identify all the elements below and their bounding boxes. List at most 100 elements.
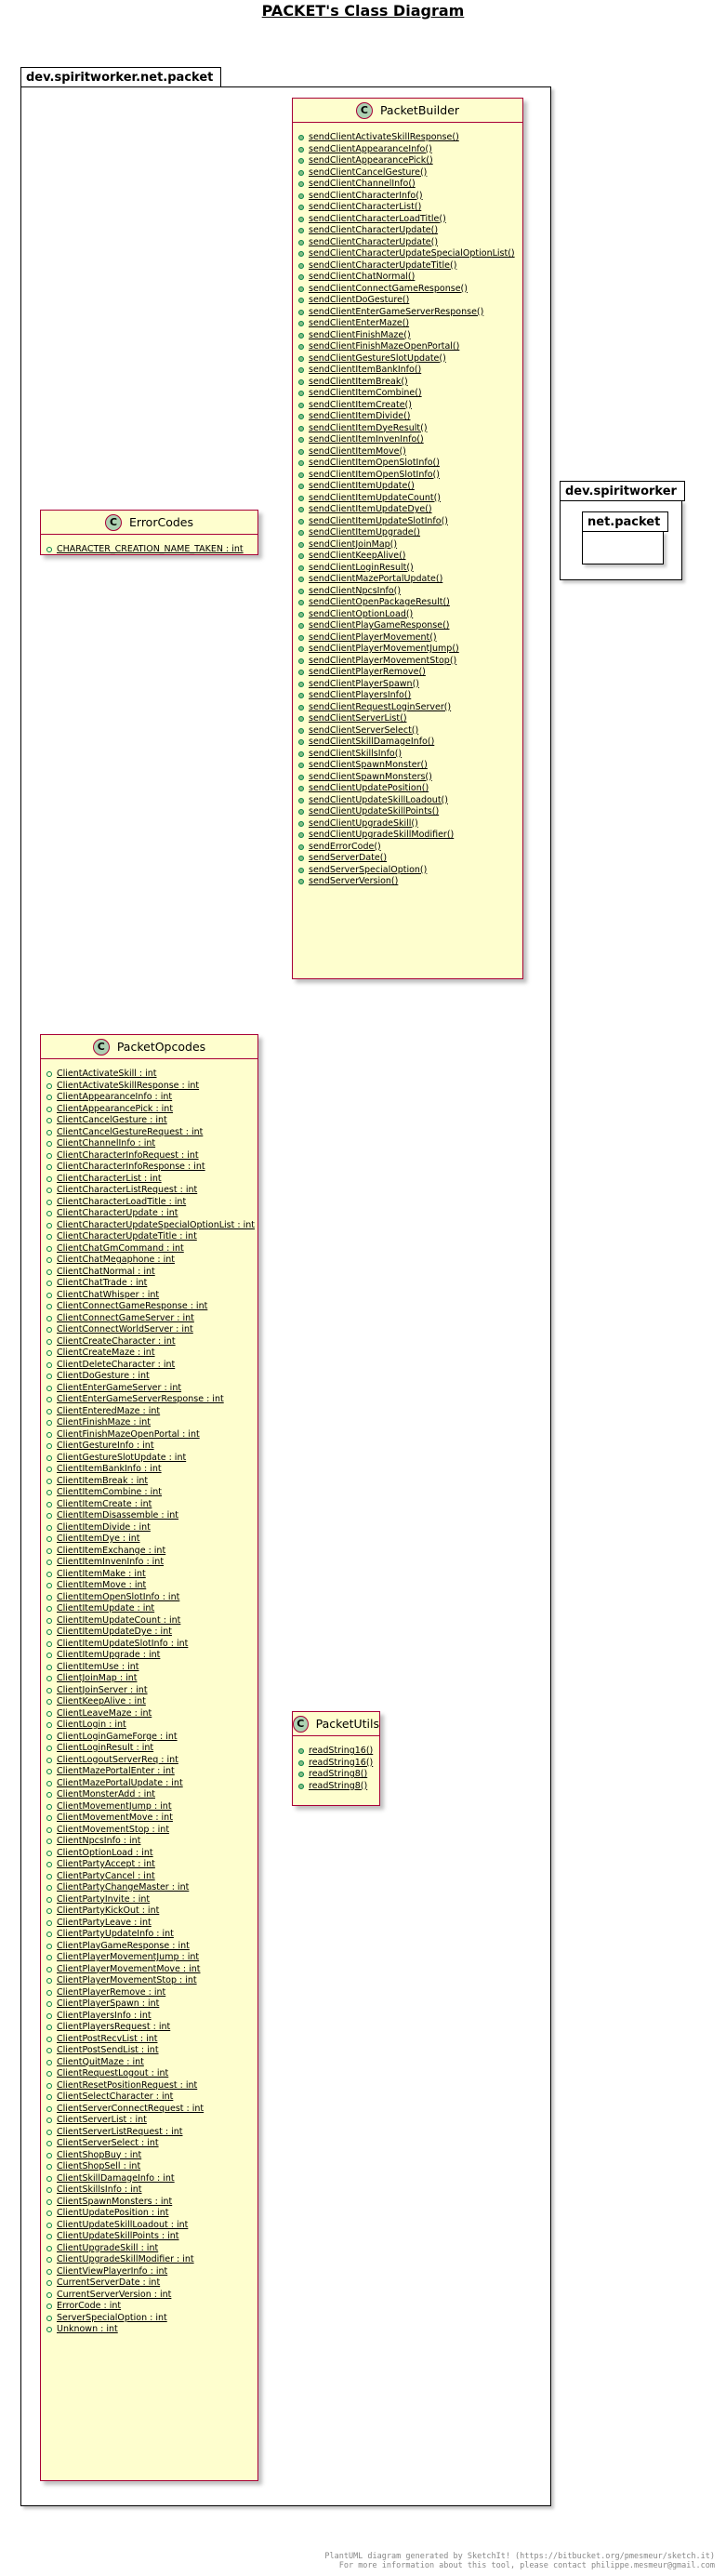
field-name: ClientLogin : int xyxy=(57,1720,126,1730)
method-name: sendClientJoinMap() xyxy=(309,538,398,550)
method-row: sendClientGestureSlotUpdate() xyxy=(298,353,519,365)
field-row: ClientCreateCharacter : int xyxy=(46,1336,254,1348)
method-name: sendClientItemMove() xyxy=(309,445,406,457)
public-visibility-icon xyxy=(298,541,304,548)
public-visibility-icon xyxy=(46,1431,52,1438)
public-visibility-icon xyxy=(46,1327,52,1334)
public-visibility-icon xyxy=(46,1268,52,1275)
field-name: ClientGestureInfo : int xyxy=(57,1441,154,1451)
field-row: ClientUpdatePosition : int xyxy=(46,2208,254,2220)
public-visibility-icon xyxy=(46,1780,52,1786)
public-visibility-icon xyxy=(46,1571,52,1577)
public-visibility-icon xyxy=(46,1071,52,1078)
method-row: sendClientPlayerRemove() xyxy=(298,667,519,679)
method-row: sendClientItemOpenSlotInfo() xyxy=(298,458,519,470)
field-row: ClientCreateMaze : int xyxy=(46,1348,254,1360)
field-name: ClientItemCreate : int xyxy=(57,1498,152,1509)
field-row: ClientActivateSkill : int xyxy=(46,1069,254,1081)
field-row: ClientNpcsInfo : int xyxy=(46,1836,254,1848)
field-name: ClientMovementJump : int xyxy=(57,1800,172,1812)
public-visibility-icon xyxy=(298,495,304,501)
public-visibility-icon xyxy=(298,460,304,467)
field-name: ClientShopBuy : int xyxy=(57,2149,142,2160)
public-visibility-icon xyxy=(46,1118,52,1124)
field-row: ClientMonsterAdd : int xyxy=(46,1789,254,1801)
field-name: ClientFinishMazeOpenPortal : int xyxy=(57,1428,200,1440)
field-row: ClientJoinServer : int xyxy=(46,1685,254,1697)
public-visibility-icon xyxy=(46,2059,52,2065)
field-row: ClientEnterGameServerResponse : int xyxy=(46,1394,254,1406)
field-row: ClientDoGesture : int xyxy=(46,1371,254,1383)
sub-package-frame xyxy=(582,531,664,564)
method-row: sendClientChannelInfo() xyxy=(298,179,519,191)
field-name: ClientPlayersInfo : int xyxy=(57,2010,152,2021)
public-visibility-icon xyxy=(46,2001,52,2008)
method-row: sendClientJoinMap() xyxy=(298,539,519,551)
field-name: ClientCharacterUpdateTitle : int xyxy=(57,1231,197,1242)
public-visibility-icon xyxy=(46,1513,52,1520)
public-visibility-icon xyxy=(46,2152,52,2158)
method-name: sendClientSkillsInfo() xyxy=(309,748,403,759)
field-row: ClientPostSendList : int xyxy=(46,2045,254,2057)
field-name: ClientItemUpdateSlotInfo : int xyxy=(57,1638,189,1649)
field-name: ClientShopSell : int xyxy=(57,2161,141,2171)
public-visibility-icon xyxy=(298,704,304,710)
class-packet-utils[interactable]: C PacketUtils readString16()readString16… xyxy=(292,1711,380,1806)
public-visibility-icon xyxy=(46,2141,52,2147)
class-error-codes[interactable]: C ErrorCodes CHARACTER_CREATION_NAME_TAK… xyxy=(40,510,258,555)
public-visibility-icon xyxy=(298,739,304,746)
field-name: ClientMonsterAdd : int xyxy=(57,1789,155,1799)
public-visibility-icon xyxy=(46,1919,52,1926)
method-row: sendClientPlayerSpawn() xyxy=(298,679,519,691)
method-row: sendClientItemBreak() xyxy=(298,377,519,389)
field-row: ClientUpdateSkillPoints : int xyxy=(46,2231,254,2243)
method-row: sendErrorCode() xyxy=(298,842,519,854)
public-visibility-icon xyxy=(46,2105,52,2112)
method-name: sendClientNpcsInfo() xyxy=(309,585,402,596)
method-name: sendClientItemUpdateSlotInfo() xyxy=(309,515,448,526)
field-row: ClientEnteredMaze : int xyxy=(46,1406,254,1418)
field-name: ClientChatGmCommand : int xyxy=(57,1242,184,1254)
field-row: ClientLoginGameForge : int xyxy=(46,1732,254,1744)
public-visibility-icon xyxy=(298,553,304,560)
public-visibility-icon xyxy=(46,1710,52,1717)
method-name: sendClientSkillDamageInfo() xyxy=(309,737,435,747)
field-row: ClientActivateSkillResponse : int xyxy=(46,1081,254,1093)
method-name: sendClientUpdateSkillLoadout() xyxy=(309,794,448,805)
method-row: sendServerVersion() xyxy=(298,876,519,888)
method-name: sendClientServerSelect() xyxy=(309,724,419,736)
public-visibility-icon xyxy=(46,1454,52,1461)
field-name: ClientServerConnectRequest : int xyxy=(57,2103,205,2114)
method-row: sendClientSpawnMonster() xyxy=(298,760,519,772)
class-header: C ErrorCodes xyxy=(41,511,257,535)
public-visibility-icon xyxy=(46,1141,52,1148)
class-name: PacketBuilder xyxy=(379,103,460,117)
field-row: ClientItemCombine : int xyxy=(46,1487,254,1499)
public-visibility-icon xyxy=(298,344,304,351)
public-visibility-icon xyxy=(46,2048,52,2054)
field-name: ClientLoginResult : int xyxy=(57,1743,154,1753)
field-name: ClientItemDisassemble : int xyxy=(57,1510,178,1520)
public-visibility-icon xyxy=(46,1815,52,1822)
field-name: ClientUpdateSkillLoadout : int xyxy=(57,2219,189,2230)
method-name: sendClientConnectGameResponse() xyxy=(309,283,468,294)
public-visibility-icon xyxy=(46,2280,52,2287)
class-packet-opcodes[interactable]: C PacketOpcodes ClientActivateSkill : in… xyxy=(40,1034,258,2481)
public-visibility-icon xyxy=(298,1748,304,1755)
public-visibility-icon xyxy=(298,309,304,315)
field-name: ClientUpdateSkillPoints : int xyxy=(57,2231,179,2241)
field-name: ClientCharacterInfoResponse : int xyxy=(57,1162,205,1172)
field-name: ClientDoGesture : int xyxy=(57,1371,150,1381)
field-name: ClientItemDivide : int xyxy=(57,1521,151,1533)
method-row: sendClientUpgradeSkillModifier() xyxy=(298,830,519,842)
field-row: ClientGestureInfo : int xyxy=(46,1441,254,1453)
method-name: sendClientUpgradeSkillModifier() xyxy=(309,830,455,840)
field-name: ClientPartyCancel : int xyxy=(57,1870,155,1881)
field-row: ClientItemOpenSlotInfo : int xyxy=(46,1592,254,1604)
class-packet-builder[interactable]: C PacketBuilder sendClientActivateSkillR… xyxy=(292,98,523,979)
field-row: ClientPartyChangeMaster : int xyxy=(46,1882,254,1894)
field-row: ClientChannelInfo : int xyxy=(46,1138,254,1150)
field-name: ClientResetPositionRequest : int xyxy=(57,2079,198,2091)
method-row: sendClientItemMove() xyxy=(298,446,519,458)
public-visibility-icon xyxy=(46,2129,52,2135)
